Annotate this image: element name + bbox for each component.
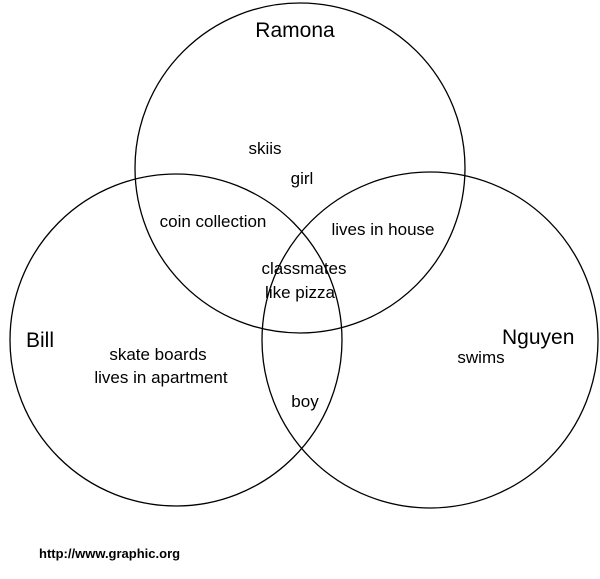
circle-label-ramona: Ramona — [255, 19, 335, 42]
region-ramona-nguyen-item: lives in house — [331, 220, 435, 239]
region-bill-nguyen-item: boy — [291, 392, 319, 411]
source-credit: http://www.graphic.org — [39, 546, 181, 561]
circle-bill — [9, 173, 343, 507]
region-bill-only-item: skate boards — [109, 345, 207, 364]
circle-label-nguyen: Nguyen — [502, 326, 575, 349]
circle-label-bill: Bill — [26, 329, 55, 352]
region-all-three-item: classmates — [261, 259, 347, 278]
region-ramona-bill-item: coin collection — [159, 212, 267, 231]
region-bill-only-item: lives in apartment — [94, 368, 228, 387]
region-nguyen-only-item: swims — [457, 348, 505, 367]
circle-nguyen — [261, 171, 599, 509]
circle-ramona — [134, 2, 466, 334]
region-ramona-only-item: skiis — [248, 139, 282, 158]
region-ramona-only-item: girl — [290, 169, 314, 188]
region-all-three-item: like pizza — [265, 283, 335, 302]
